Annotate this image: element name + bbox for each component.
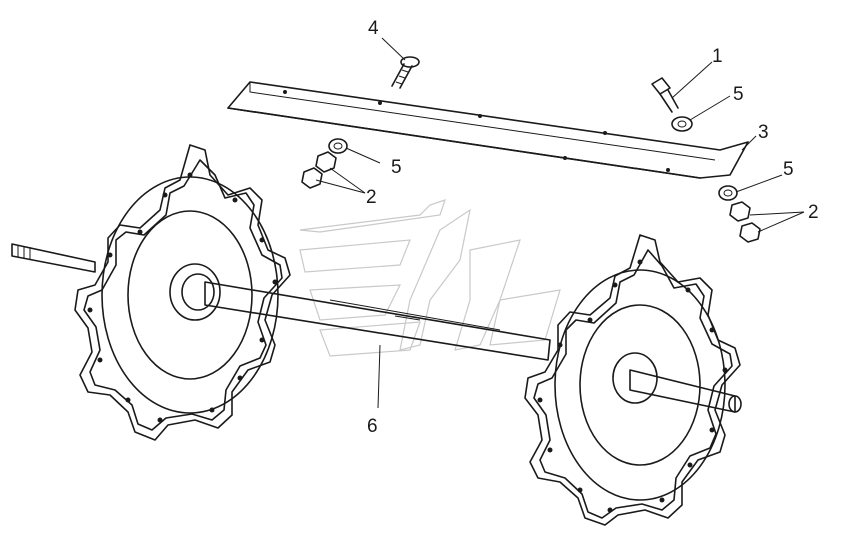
callout-3: 3	[758, 122, 769, 143]
washer-part-5-right	[718, 185, 738, 201]
callout-2-left: 2	[366, 187, 377, 208]
callout-5-left: 5	[391, 157, 402, 178]
nut-part-2-left	[301, 151, 337, 189]
bolt-part-4	[391, 56, 420, 89]
washer-part-5-left	[328, 138, 348, 154]
nut-part-2-right	[729, 201, 761, 243]
right-sprocket-wheel	[524, 234, 741, 526]
watermark-logo	[299, 199, 561, 357]
left-shaft-stub	[11, 243, 96, 273]
main-shaft	[204, 281, 551, 361]
leader-lines	[315, 37, 805, 409]
right-shaft-end	[629, 369, 742, 413]
angle-plate	[227, 81, 749, 179]
bolt-part-1	[651, 77, 679, 113]
callout-2-right: 2	[808, 202, 819, 223]
callout-6: 6	[367, 416, 378, 437]
callout-4: 4	[368, 18, 379, 39]
callout-1: 1	[712, 46, 723, 67]
washer-part-5-top	[671, 116, 693, 132]
callout-5-right: 5	[783, 159, 794, 180]
left-sprocket-wheel	[74, 144, 291, 441]
callout-5-top: 5	[733, 84, 744, 105]
